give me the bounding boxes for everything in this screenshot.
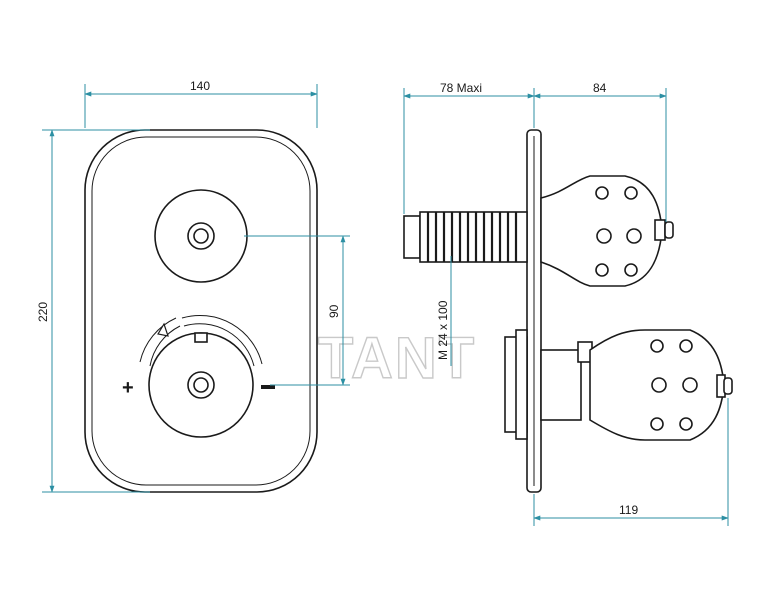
dim-thread-label: M 24 x 100 [436,300,450,360]
dimension-height: 220 [36,129,150,493]
dimension-width: 140 [84,79,318,128]
cover-plate [84,129,318,493]
temperature-marker-icon [157,322,169,337]
dim-height-label: 220 [36,302,50,322]
dim-total-projection-label: 119 [619,503,638,517]
front-view: + [84,129,318,493]
dim-width-label: 140 [190,79,210,93]
dim-depth-max-label: 78 Maxi [440,81,482,95]
lower-assembly [504,329,733,441]
minus-symbol [261,385,275,389]
dimension-spacing: 90 [244,235,350,386]
dimension-thread: M 24 x 100 [436,256,452,366]
cover-plate-inner-edge [91,136,311,486]
dim-handle-projection-label: 84 [593,81,607,95]
threaded-body [403,211,528,263]
side-view [403,129,733,493]
dimension-handle-projection: 84 [533,81,667,222]
thermostatic-control [139,314,263,438]
upper-handle [540,175,674,287]
dim-spacing-label: 90 [327,304,341,318]
dimension-depth-max: 78 Maxi [403,81,535,214]
upper-control [154,189,248,283]
plus-symbol: + [122,377,134,399]
dimension-total-projection: 119 [533,398,729,526]
